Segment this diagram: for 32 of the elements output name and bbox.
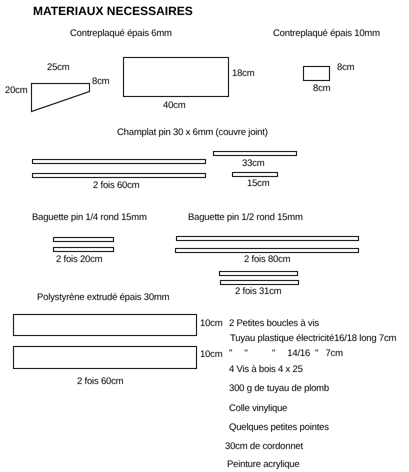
section-heading: Contreplaqué épais 10mm (273, 28, 380, 40)
dimension-label: 8cm (313, 83, 330, 95)
list-item: 300 g de tuyau de plomb (229, 383, 329, 395)
dimension-label: 8cm (337, 62, 354, 74)
dimension-label: 33cm (242, 158, 264, 170)
dimension-label: 40cm (163, 100, 186, 112)
list-item: Quelques petites pointes (229, 422, 329, 434)
dimension-label: 2 fois 60cm (77, 376, 124, 388)
list-item: " " " 14/16 " 7cm (229, 348, 343, 360)
dimension-label: 2 fois 20cm (56, 254, 102, 266)
dimension-label: 8cm (92, 76, 110, 88)
dimension-label: 25cm (47, 62, 70, 74)
dimension-label: 10cm (200, 318, 222, 330)
dimension-label: 2 fois 60cm (93, 180, 140, 192)
dimension-label: 2 fois 31cm (235, 286, 282, 298)
list-item: Tuyau plastique électricité16/18 long 7cm (230, 333, 396, 345)
section-heading: Contreplaqué épais 6mm (70, 28, 172, 40)
list-item: Peinture acrylique (227, 459, 300, 471)
list-item: Colle vinylique (229, 403, 288, 415)
list-item: 4 Vis à bois 4 x 25 (229, 364, 303, 376)
dimension-label: 2 fois 80cm (244, 254, 290, 266)
page-title: MATERIAUX NECESSAIRES (33, 4, 193, 18)
dimension-label: 20cm (5, 85, 28, 97)
section-heading: Champlat pin 30 x 6mm (couvre joint) (117, 127, 268, 139)
section-heading: Baguette pin 1/2 rond 15mm (188, 212, 303, 224)
dimension-label: 18cm (232, 68, 254, 80)
dimension-label: 10cm (200, 349, 222, 361)
list-item: 30cm de cordonnet (225, 441, 303, 453)
dimension-label: 15cm (247, 178, 270, 190)
section-heading: Baguette pin 1/4 rond 15mm (32, 212, 147, 224)
list-item: 2 Petites boucles à vis (229, 318, 319, 330)
section-heading: Polystyrène extrudé épais 30mm (37, 292, 170, 304)
